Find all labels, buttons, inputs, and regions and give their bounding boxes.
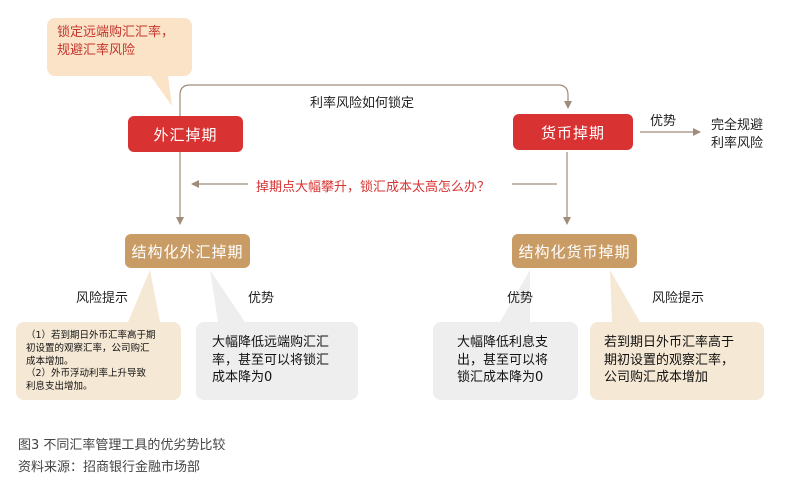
question-text: 掉期点大幅攀升，锁汇成本太高怎么办？ xyxy=(256,180,491,195)
callout-bubble: 锁定远端购汇汇率， 规避汇率风险 xyxy=(47,18,192,76)
right-advantage-label: 优势 xyxy=(650,114,677,129)
left-risk-note-line4: （2）外币浮动利率上升导致 xyxy=(26,368,147,380)
figure-caption: 图3 不同汇率管理工具的优劣势比较 xyxy=(18,438,226,453)
right-outcome: 完全规避 利率风险 xyxy=(711,117,809,152)
node-structured-currency-swap-label: 结构化货币掉期 xyxy=(518,242,631,261)
node-currency-swap: 货币掉期 xyxy=(513,114,633,150)
left-risk-note-line1: （1）若到期日外币汇率高于期 xyxy=(26,330,156,341)
node-structured-fx-swap: 结构化外汇掉期 xyxy=(125,234,250,268)
right-risk-note: 若到期日外币汇率高于 期初设置的观察汇率， 公司购汇成本增加 xyxy=(590,322,764,400)
node-fx-swap: 外汇掉期 xyxy=(128,116,243,152)
callout-tail xyxy=(150,75,172,106)
callout-line2: 规避汇率风险 xyxy=(57,43,136,59)
left-adv-note-line1: 大幅降低远端购汇汇 xyxy=(212,335,330,350)
top-link-label: 利率风险如何锁定 xyxy=(310,96,415,111)
right-adv-tail xyxy=(500,270,530,322)
right-risk-note-line1: 若到期日外币汇率高于 xyxy=(604,335,735,350)
left-adv-tail xyxy=(210,270,245,322)
top-link-arrow xyxy=(179,84,572,116)
left-adv-note: 大幅降低远端购汇汇 率，甚至可以将锁汇 成本降为0 xyxy=(196,322,358,400)
right-risk-label: 风险提示 xyxy=(652,291,705,306)
right-adv-note-line1: 大幅降低利息支 xyxy=(457,335,549,350)
right-adv-label: 优势 xyxy=(507,291,534,306)
source-caption: 资料来源：招商银行金融市场部 xyxy=(18,460,201,475)
right-adv-note-line2: 出，甚至可以将 xyxy=(457,352,549,368)
left-risk-tail xyxy=(128,270,160,322)
right-risk-note-line2: 期初设置的观察汇率， xyxy=(604,352,735,368)
left-risk-note: （1）若到期日外币汇率高于期 初设置的观察汇率，公司购汇 成本增加。 （2）外币… xyxy=(16,322,181,400)
left-risk-label: 风险提示 xyxy=(76,291,129,306)
callout-line1: 锁定远端购汇汇率， xyxy=(57,25,175,40)
left-risk-note-line2: 初设置的观察汇率，公司购汇 xyxy=(26,342,150,354)
node-structured-currency-swap: 结构化货币掉期 xyxy=(512,234,637,268)
right-risk-tail xyxy=(610,270,640,322)
right-outcome-line1: 完全规避 xyxy=(711,118,764,133)
node-fx-swap-label: 外汇掉期 xyxy=(153,125,218,144)
left-adv-note-line2: 率，甚至可以将锁汇 xyxy=(212,352,330,368)
right-adv-note: 大幅降低利息支 出，甚至可以将 锁汇成本降为0 xyxy=(433,322,578,400)
right-risk-note-line3: 公司购汇成本增加 xyxy=(604,370,709,386)
left-risk-note-line5: 利息支出增加。 xyxy=(26,381,93,393)
left-risk-note-line3: 成本增加。 xyxy=(26,355,74,367)
node-structured-fx-swap-label: 结构化外汇掉期 xyxy=(131,242,244,261)
node-currency-swap-label: 货币掉期 xyxy=(540,123,605,142)
right-outcome-line2: 利率风险 xyxy=(711,135,764,151)
right-adv-note-line3: 锁汇成本降为0 xyxy=(457,370,544,386)
left-adv-note-line3: 成本降为0 xyxy=(212,370,273,386)
left-adv-label: 优势 xyxy=(248,291,275,306)
